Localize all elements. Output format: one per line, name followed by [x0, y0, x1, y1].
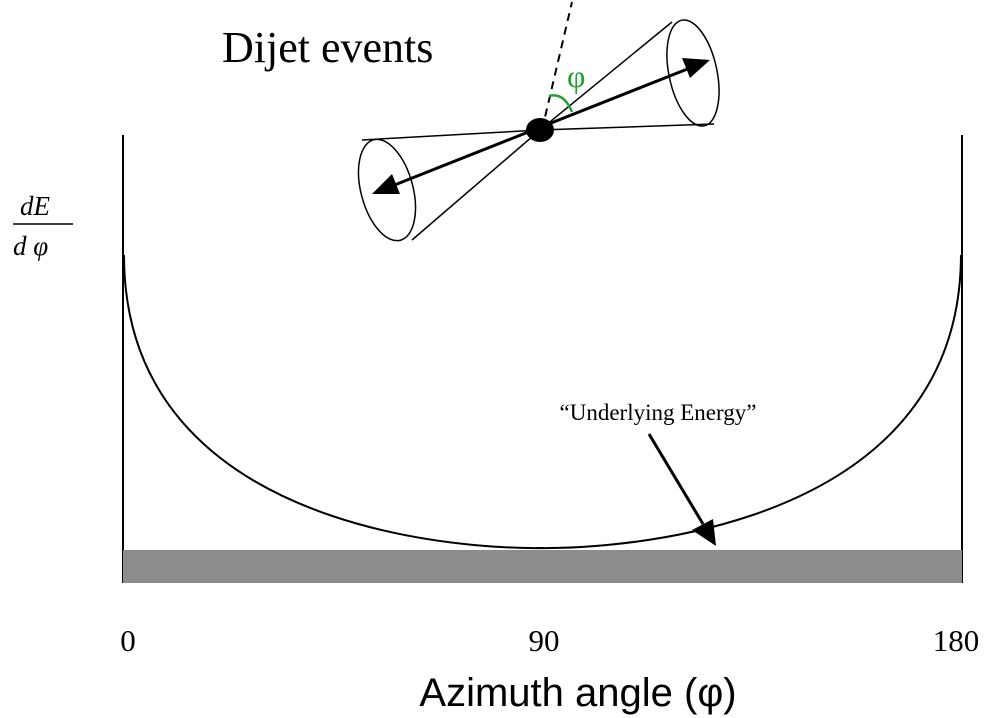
cone-right-upper-edge: [540, 22, 672, 130]
diagram-title: Dijet events: [222, 23, 433, 72]
phi-angle-label: φ: [567, 58, 585, 94]
x-tick-0: 0: [120, 623, 136, 658]
underlying-energy-arrow-shaft: [649, 434, 703, 524]
jet-axis-arrowhead-left: [372, 174, 400, 194]
jet-axis-arrowhead-right: [682, 58, 710, 78]
cone-left-lower-edge: [412, 130, 540, 240]
x-tick-180: 180: [933, 623, 980, 658]
x-axis-label: Azimuth angle (φ): [419, 671, 736, 715]
underlying-energy-label: “Underlying Energy”: [560, 400, 757, 425]
y-label-numerator: dE: [20, 191, 51, 221]
y-label-denominator: d φ: [13, 231, 48, 261]
phi-angle-arc: [549, 95, 572, 112]
interaction-vertex: [526, 118, 554, 142]
energy-curve: [124, 255, 961, 548]
underlying-energy-band: [123, 550, 962, 583]
x-tick-90: 90: [529, 623, 560, 658]
cone-right-lower-edge: [540, 124, 714, 130]
